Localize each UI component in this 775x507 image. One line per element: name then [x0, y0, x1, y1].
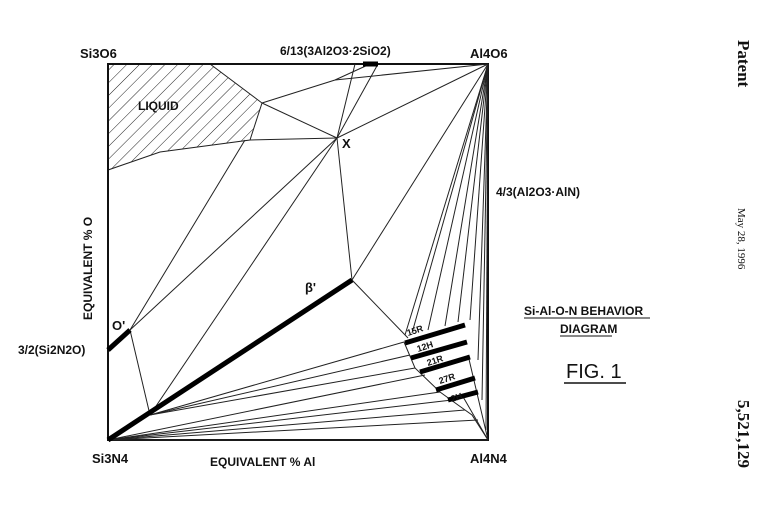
polytype-12h: 12H	[416, 339, 435, 354]
point-x-label: X	[342, 136, 351, 151]
aluminium-axis-label: EQUIVALENT % Al	[210, 455, 315, 469]
beta-prime-line	[106, 277, 354, 443]
mullite-label: 6/13(3Al2O3·2SiO2)	[280, 44, 391, 58]
liquid-region	[107, 63, 263, 171]
polytype-bands	[404, 322, 479, 403]
corner-al4o6: Al4O6	[470, 46, 508, 61]
si2n2o-label: 3/2(Si2N2O)	[18, 343, 85, 357]
liquid-label: LIQUID	[138, 99, 179, 113]
polytype-15r: 15R	[406, 323, 425, 338]
al2o3-aln-label: 4/3(Al2O3·AlN)	[496, 185, 580, 199]
figure-label: FIG. 1	[566, 361, 622, 383]
o-prime-line	[106, 328, 132, 352]
caption-line1: Si-Al-O-N BEHAVIOR	[524, 304, 643, 318]
patent-label: Patent	[734, 40, 753, 88]
patent-number: 5,521,129	[734, 400, 753, 468]
polytype-2h: 2H	[450, 391, 464, 404]
tie-lines	[107, 63, 489, 441]
caption-line2: DIAGRAM	[560, 322, 617, 336]
o-prime-label: O'	[112, 318, 125, 333]
corner-al4n4: Al4N4	[470, 451, 508, 466]
oxygen-axis-label: EQUIVALENT % O	[81, 217, 95, 320]
corner-si3n4: Si3N4	[92, 451, 129, 466]
beta-prime-label: β'	[305, 280, 316, 295]
corner-si3o6: Si3O6	[80, 46, 117, 61]
polytype-21r: 21R	[426, 353, 445, 368]
polytype-27r: 27R	[438, 371, 457, 386]
patent-date: May 28, 1996	[735, 208, 747, 270]
